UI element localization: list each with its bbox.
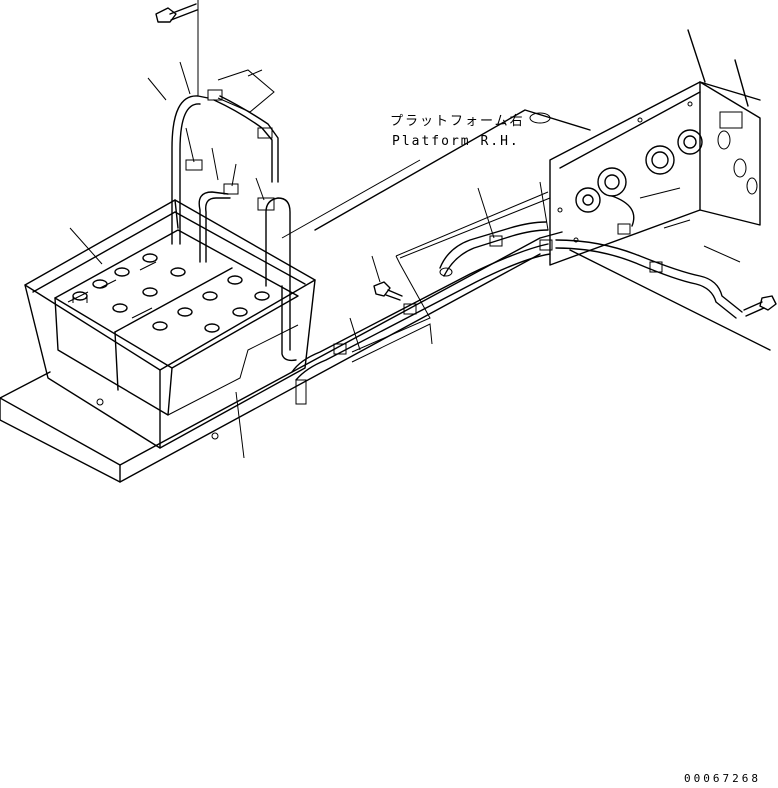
bolt-right-icon [743, 295, 777, 317]
battery-box [24, 199, 316, 449]
drawing-number: 00067268 [684, 772, 761, 785]
bolt-top-icon [155, 3, 198, 23]
battery-terminals [72, 253, 270, 333]
wire-harness [291, 221, 553, 405]
platform-en-label: Platform R.H. [392, 134, 520, 149]
bolt-middle-icon [373, 281, 403, 301]
battery-cables [171, 89, 297, 362]
platform-jp-label: プラットフォーム右 [390, 114, 525, 129]
callout-leaders [69, 0, 741, 459]
electrical-panel [549, 29, 761, 266]
panel-cables [555, 195, 743, 319]
platform-slab [0, 109, 771, 483]
